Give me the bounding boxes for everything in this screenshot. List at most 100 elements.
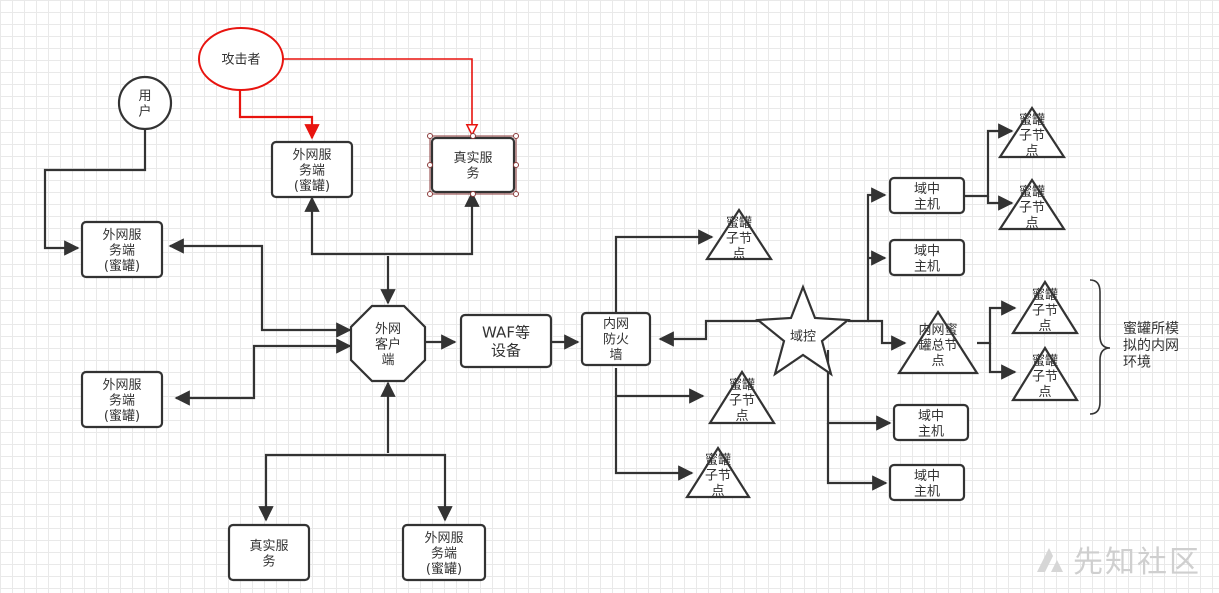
intranet-firewall-label: 内网防火墙 <box>603 316 629 363</box>
label-line: 务端 <box>299 163 325 179</box>
label-line: 客户 <box>375 337 401 353</box>
label-line: (蜜罐) <box>426 562 462 577</box>
label-line: (蜜罐) <box>104 409 140 424</box>
label-line: 点 <box>732 247 745 262</box>
intranet-firewall-node[interactable]: 内网防火墙 <box>580 311 652 367</box>
honeypot-service-top-label: 外网服务端(蜜罐) <box>292 148 331 194</box>
attacker-label: 攻击者 <box>221 53 260 68</box>
label-line: 罐总节 <box>918 339 957 354</box>
simulated-intranet-label: 蜜罐所模拟的内网环境 <box>1123 321 1179 371</box>
honeypot-child-7-node[interactable]: 蜜罐子节点 <box>1011 345 1079 402</box>
real-service-top-node[interactable]: 真实服务 <box>427 133 519 197</box>
label-line: 子节 <box>726 232 752 247</box>
watermark-text: 先知社区 <box>1073 545 1201 580</box>
label-line: 主机 <box>918 424 944 439</box>
label-line: 点 <box>1038 385 1051 400</box>
label-line: 蜜罐 <box>726 216 752 231</box>
label-line: 环境 <box>1123 355 1151 371</box>
domain-host-4-node[interactable]: 域中主机 <box>888 463 966 502</box>
honeypot-child-6-label: 蜜罐子节点 <box>1032 288 1058 334</box>
attack-connectors <box>238 58 472 140</box>
label-line: 子节 <box>1019 129 1045 144</box>
label-line: 主机 <box>914 197 940 212</box>
label-line: 点 <box>1025 144 1038 159</box>
label-line: 蜜罐 <box>729 378 755 393</box>
waf-label: WAF等设备 <box>482 323 530 359</box>
edge-firewall-child-3 <box>614 396 694 481</box>
label-line: 真实服 <box>249 539 288 554</box>
honeypot-child-4-label: 蜜罐子节点 <box>1019 113 1045 159</box>
honeypot-service-left-bottom-node[interactable]: 外网服务端(蜜罐) <box>80 370 164 429</box>
domain-host-2-node[interactable]: 域中主机 <box>888 238 966 277</box>
honeypot-service-bottom-label: 外网服务端(蜜罐) <box>424 531 463 577</box>
watermark: 先知社区 <box>1033 537 1201 581</box>
edge-user-honeypot <box>43 128 147 256</box>
domain-controller-label: 域控 <box>790 330 816 345</box>
label-line: 主机 <box>914 484 940 499</box>
honeypot-child-6-node[interactable]: 蜜罐子节点 <box>1011 279 1079 334</box>
label-line: 子节 <box>705 469 731 484</box>
honeypot-master-node[interactable]: 内网蜜罐总节点 <box>896 309 980 375</box>
domain-controller-node[interactable]: 域控 <box>755 283 851 377</box>
label-line: 蜜罐 <box>1032 354 1058 369</box>
honeypot-child-4-node[interactable]: 蜜罐子节点 <box>997 105 1067 159</box>
label-line: 域中 <box>918 409 944 424</box>
label-line: 子节 <box>1019 201 1045 216</box>
edge-down-honeypot-bottom <box>388 453 453 522</box>
label-line: 户 <box>138 103 151 119</box>
external-client-node[interactable]: 外网客户端 <box>349 304 427 383</box>
user-node[interactable]: 用户 <box>117 75 173 131</box>
attacker-node[interactable]: 攻击者 <box>198 27 284 91</box>
domain-host-3-label: 域中主机 <box>918 409 944 440</box>
domain-host-1-node[interactable]: 域中主机 <box>888 176 966 215</box>
label-line: 务 <box>262 553 275 569</box>
label-line: (蜜罐) <box>104 259 140 274</box>
label-line: 子节 <box>729 394 755 409</box>
label-line: 点 <box>931 354 944 369</box>
label-line: 域中 <box>914 469 940 484</box>
honeypot-service-left-top-label: 外网服务端(蜜罐) <box>102 228 141 274</box>
domain-host-2-label: 域中主机 <box>914 244 940 275</box>
honeypot-child-2-node[interactable]: 蜜罐子节点 <box>708 369 776 424</box>
label-line: 外网服 <box>424 531 463 546</box>
label-line: 点 <box>1038 319 1051 334</box>
domain-host-1-label: 域中主机 <box>914 182 940 213</box>
real-service-top-label: 真实服务 <box>453 151 492 182</box>
honeypot-child-1-node[interactable]: 蜜罐子节点 <box>704 207 774 262</box>
edge-firewall-child-2 <box>614 368 705 404</box>
edge-host1-child-5 <box>986 195 1014 211</box>
label-line: 务 <box>466 165 479 181</box>
label-line: 子节 <box>1032 370 1058 385</box>
label-line: 拟的内网 <box>1123 338 1179 354</box>
edge-client-honeypot-left-bottom <box>174 338 352 406</box>
waf-node[interactable]: WAF等设备 <box>459 313 553 369</box>
honeypot-child-5-node[interactable]: 蜜罐子节点 <box>997 177 1067 231</box>
label-line: 蜜罐所模 <box>1123 321 1179 337</box>
edge-master-child-7 <box>988 343 1017 380</box>
edge-dc-master <box>868 319 907 351</box>
label-line: 点 <box>735 409 748 424</box>
user-label: 用户 <box>138 89 151 120</box>
edge-dc-host-4 <box>826 423 888 491</box>
real-service-bottom-node[interactable]: 真实服务 <box>227 523 311 582</box>
edge-up-real-top <box>388 191 480 256</box>
honeypot-service-left-top-node[interactable]: 外网服务端(蜜罐) <box>80 220 164 279</box>
real-service-bottom-label: 真实服务 <box>249 539 288 570</box>
label-line: 外网服 <box>102 378 141 393</box>
honeypot-child-3-node[interactable]: 蜜罐子节点 <box>685 445 751 499</box>
edge-host1-child-4 <box>965 123 1014 198</box>
connectors <box>43 123 1017 522</box>
domain-host-3-node[interactable]: 域中主机 <box>892 403 970 442</box>
honeypot-child-1-label: 蜜罐子节点 <box>726 216 752 262</box>
honeypot-master-label: 内网蜜罐总节点 <box>918 322 957 369</box>
honeypot-service-bottom-node[interactable]: 外网服务端(蜜罐) <box>401 523 487 582</box>
edge-down-real-bottom <box>258 453 388 522</box>
label-line: 攻击者 <box>221 53 260 68</box>
label-line: 域中 <box>914 244 940 259</box>
label-line: 防火 <box>603 332 629 348</box>
label-line: 蜜罐 <box>705 453 731 468</box>
label-line: 真实服 <box>453 151 492 166</box>
label-line: (蜜罐) <box>294 179 330 194</box>
honeypot-service-top-node[interactable]: 外网服务端(蜜罐) <box>270 140 354 199</box>
label-line: 域中 <box>914 182 940 197</box>
